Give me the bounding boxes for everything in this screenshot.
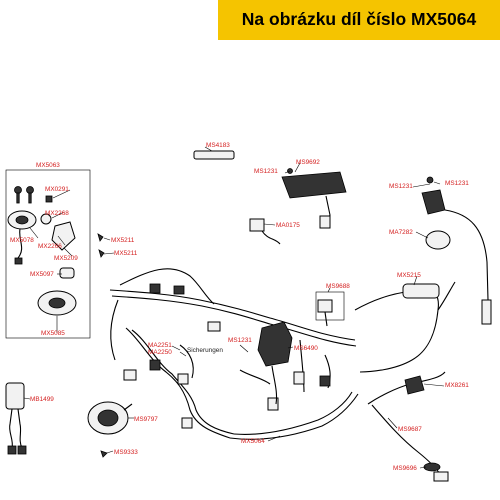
label-sicherungen: Sicherungen (187, 347, 223, 354)
label-mx5085: MX5085 (41, 330, 65, 337)
label-ms1231-d: MS1231 (228, 337, 252, 344)
label-ms9687: MS9687 (398, 426, 422, 433)
bolt-part (45, 195, 53, 203)
label-mx8261: MX8261 (445, 382, 469, 389)
screw-icon (100, 450, 108, 458)
label-mx5209: MX5209 (54, 255, 78, 262)
horn-part (87, 401, 133, 435)
label-mx0291: MX0291 (45, 186, 69, 193)
label-mx5063: MX5063 (36, 162, 60, 169)
screw-icons (97, 233, 105, 258)
label-ma0175: MA0175 (276, 222, 300, 229)
regulator-part (281, 168, 347, 229)
label-ms9692: MS9692 (296, 159, 320, 166)
label-mx5215: MX5215 (397, 272, 421, 279)
title-text: Na obrázku díl číslo MX5064 (241, 9, 477, 29)
fuse-strip-part (193, 150, 235, 160)
label-ms1231-b: MS1231 (389, 183, 413, 190)
title-banner: Na obrázku díl číslo MX5064 (218, 0, 500, 40)
leader-lines (23, 146, 445, 469)
label-mx5097: MX5097 (30, 271, 54, 278)
label-mx2268: MX2268 (45, 210, 69, 217)
label-ms9797: MS9797 (134, 416, 158, 423)
harness-connectors (123, 283, 331, 429)
nut-part (40, 213, 52, 225)
ignition-kit-frame (5, 169, 91, 339)
part-labels: MS4183 MS1231 MS9692 MX5063 MX0291 MX226… (10, 142, 469, 472)
main-harness (109, 268, 359, 440)
ignition-switch-part (7, 210, 37, 265)
label-ma2250: MA2250 (148, 349, 172, 356)
label-ms6490: MS6490 (294, 345, 318, 352)
left-module-part (5, 382, 27, 455)
relay-part (249, 218, 281, 245)
label-mx5078: MX5078 (10, 237, 34, 244)
label-mx2266: MX2266 (38, 243, 62, 250)
label-mx5211-a: MX5211 (111, 237, 135, 244)
label-mb1499: MB1499 (30, 396, 54, 403)
bracket-part (51, 221, 76, 251)
harness-branch-right (354, 281, 456, 373)
label-mx5211-b: MX5211 (114, 250, 138, 257)
label-ms4183: MS4183 (206, 142, 230, 149)
label-ms9696: MS9696 (393, 465, 417, 472)
label-ma2251: MA2251 (148, 342, 172, 349)
connector-part (315, 291, 345, 327)
label-ms9333: MS9333 (114, 449, 138, 456)
label-mx5064: MX5064 (241, 438, 265, 445)
seat-lock-part (59, 267, 75, 279)
key-icons (14, 186, 34, 204)
label-ms1231-top: MS1231 (254, 168, 278, 175)
label-ma7282: MA7282 (389, 229, 413, 236)
cdi-unit-part (257, 321, 293, 405)
ignition-coil-part (421, 176, 492, 325)
label-ms9688: MS9688 (326, 283, 350, 290)
label-ms1231-c: MS1231 (445, 180, 469, 187)
sensor-cable-part (367, 371, 449, 482)
lock-cover-part (37, 290, 77, 316)
